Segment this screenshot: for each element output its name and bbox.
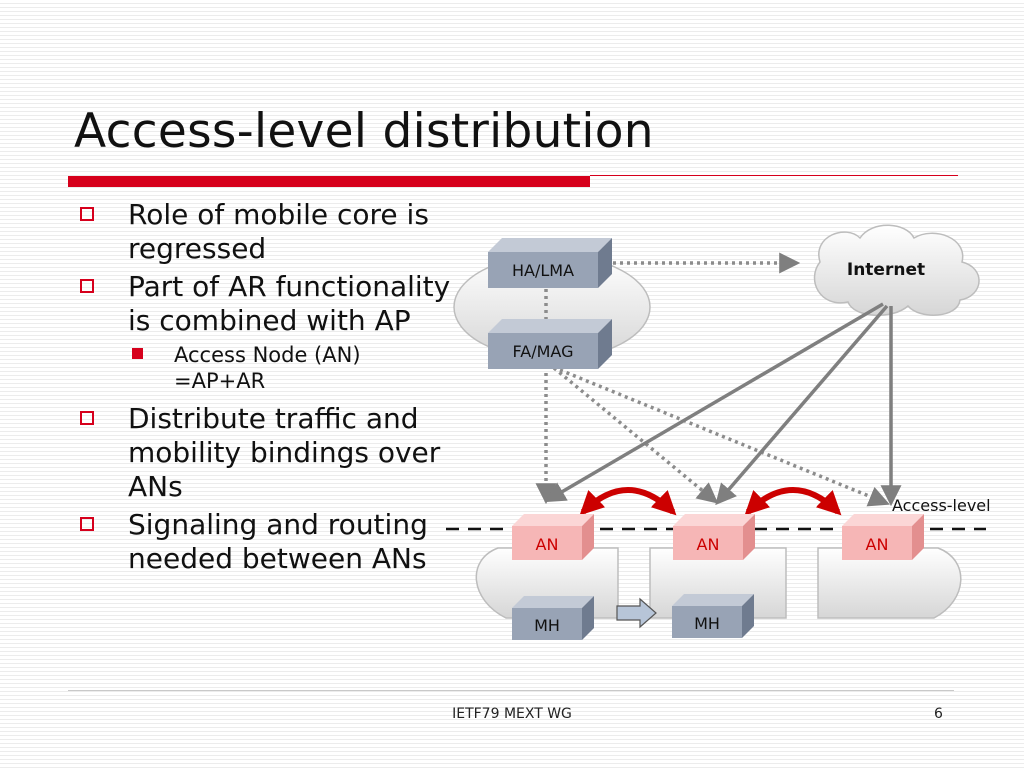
footer-text: IETF79 MEXT WG: [452, 706, 572, 722]
an-label: AN: [866, 535, 889, 554]
solid-arrow: [544, 302, 884, 503]
dotted-arrow: [559, 368, 890, 507]
footer-divider: [68, 690, 954, 691]
an-box: AN: [673, 514, 755, 560]
title-underline-accent: [68, 176, 590, 187]
sub-bullet-item: Access Node (AN) =AP+AR: [76, 342, 456, 394]
internet-cloud: [813, 224, 980, 317]
fa-mag-label: FA/MAG: [513, 342, 574, 361]
mh-label: MH: [694, 614, 720, 633]
solid-arrow: [715, 304, 889, 506]
access-cloud: [817, 547, 962, 619]
an-box: AN: [842, 514, 924, 560]
bullet-text: Role of mobile core is regressed: [128, 198, 429, 265]
sub-bullet-text: Access Node (AN) =AP+AR: [174, 343, 361, 393]
bullet-item: Signaling and routing needed between ANs: [76, 508, 456, 576]
block-arrow-icon: [616, 597, 657, 629]
bullet-item: Part of AR functionality is combined wit…: [76, 270, 456, 338]
title-underline-thin: [590, 175, 958, 176]
fa-mag-box: FA/MAG: [488, 319, 612, 369]
hollow-square-bullet-icon: [80, 207, 94, 221]
bullet-text: Signaling and routing needed between ANs: [128, 508, 428, 575]
hollow-square-bullet-icon: [80, 411, 94, 425]
bullet-text: Part of AR functionality is combined wit…: [128, 270, 451, 337]
red-double-arrow: [744, 487, 842, 516]
page-number: 6: [934, 706, 943, 722]
access-level-label: Access-level: [892, 496, 991, 515]
ha-lma-label: HA/LMA: [512, 261, 574, 280]
mh-box: MH: [512, 596, 594, 640]
an-label: AN: [536, 535, 559, 554]
bullet-text: Distribute traffic and mobility bindings…: [128, 402, 441, 503]
an-box: AN: [512, 514, 594, 560]
hollow-square-bullet-icon: [80, 517, 94, 531]
filled-square-bullet-icon: [132, 348, 143, 359]
bullet-item: Distribute traffic and mobility bindings…: [76, 402, 456, 504]
internet-label: Internet: [847, 260, 925, 280]
hollow-square-bullet-icon: [80, 279, 94, 293]
an-label: AN: [697, 535, 720, 554]
slide-title: Access-level distribution: [74, 104, 654, 159]
bullet-item: Role of mobile core is regressed: [76, 198, 456, 266]
ha-lma-box: HA/LMA: [488, 238, 612, 288]
red-double-arrow: [579, 487, 677, 516]
mh-label: MH: [534, 616, 560, 635]
mh-box: MH: [672, 594, 754, 638]
bullet-list: Role of mobile core is regressed Part of…: [76, 198, 456, 580]
